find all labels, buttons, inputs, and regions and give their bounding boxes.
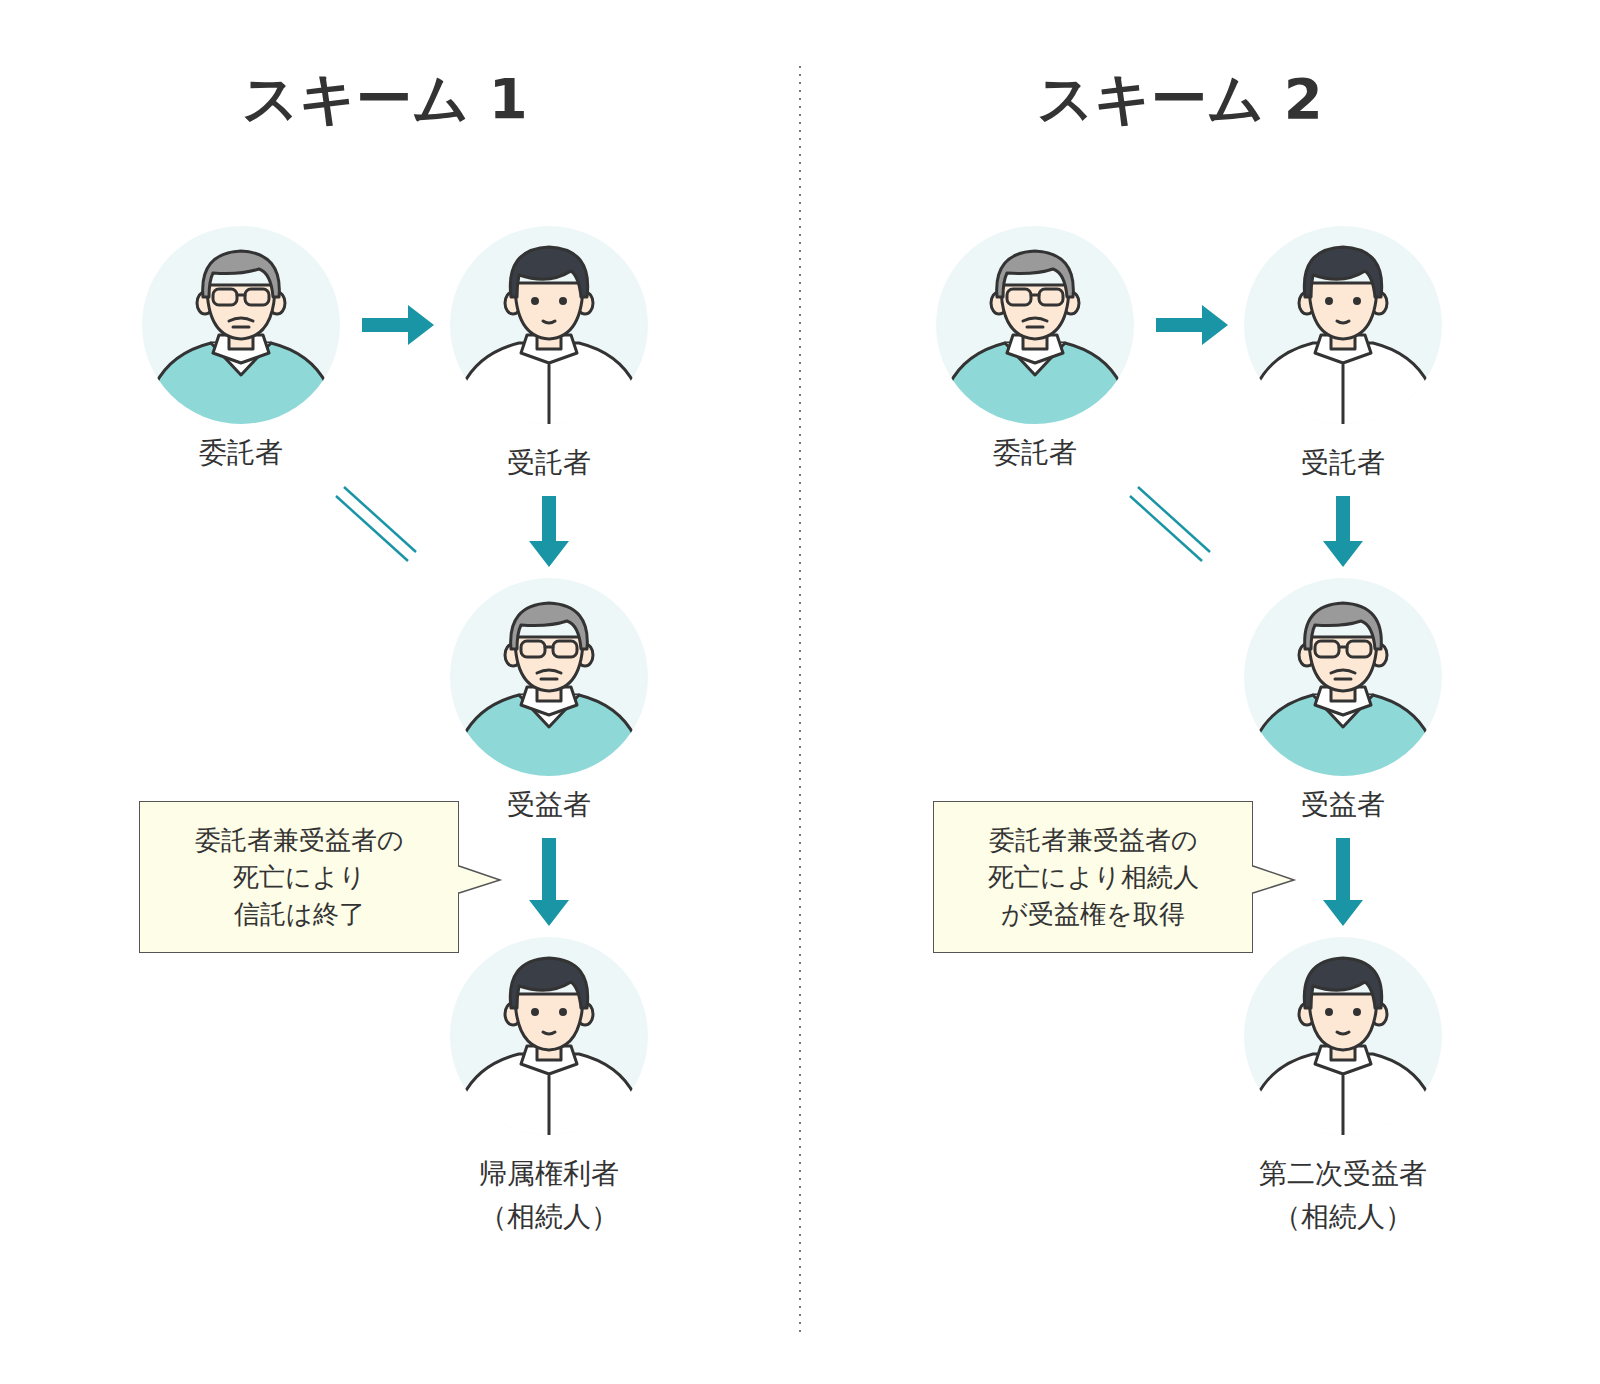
person-illustration [1243, 225, 1443, 425]
role-label: 受託者 [454, 441, 644, 484]
person-figure [142, 226, 340, 425]
person-illustration [449, 225, 649, 425]
role-label: 委託者 [146, 431, 336, 474]
equal-sign [336, 487, 1210, 561]
role-label: 受託者 [1248, 441, 1438, 484]
person-node: 第二次受益者 （相続人） [1243, 936, 1443, 1238]
person-figure [450, 226, 648, 425]
callout-box: 委託者兼受益者の 死亡により相続人 が受益権を取得 [933, 801, 1253, 953]
person-node: 受託者 [449, 225, 649, 484]
person-figure [936, 226, 1134, 425]
person-illustration [1243, 577, 1443, 777]
person-node: 委託者 [935, 225, 1135, 474]
person-node: 受益者 [1243, 577, 1443, 826]
flow-arrow [362, 305, 434, 345]
flow-arrow [529, 496, 569, 567]
person-figure [450, 937, 648, 1136]
role-label: 受益者 [1248, 783, 1438, 826]
person-illustration [449, 936, 649, 1136]
role-label: 受益者 [454, 783, 644, 826]
person-illustration [1243, 936, 1443, 1136]
scheme-title: スキーム 2 [1037, 62, 1322, 138]
callout-text: 委託者兼受益者の 死亡により 信託は終了 [181, 822, 417, 933]
flow-arrow [1156, 305, 1228, 345]
callout-tail [456, 866, 500, 893]
scheme-title: スキーム 1 [242, 62, 527, 138]
role-label: 委託者 [940, 431, 1130, 474]
role-label: 第二次受益者 （相続人） [1248, 1152, 1438, 1238]
person-node: 受託者 [1243, 225, 1443, 484]
person-node: 受益者 [449, 577, 649, 826]
person-illustration [141, 225, 341, 425]
callout-tail [1250, 866, 1294, 893]
person-node: 委託者 [141, 225, 341, 474]
role-label: 帰属権利者 （相続人） [454, 1152, 644, 1238]
flow-arrow [529, 838, 569, 926]
person-figure [450, 578, 648, 777]
divider [799, 66, 801, 1334]
person-illustration [449, 577, 649, 777]
flow-arrow [1323, 496, 1363, 567]
callout-box: 委託者兼受益者の 死亡により 信託は終了 [139, 801, 459, 953]
person-figure [1244, 937, 1442, 1136]
flow-arrow [1323, 838, 1363, 926]
person-figure [1244, 578, 1442, 777]
person-illustration [935, 225, 1135, 425]
person-figure [1244, 226, 1442, 425]
callout-text: 委託者兼受益者の 死亡により相続人 が受益権を取得 [975, 822, 1211, 933]
person-node: 帰属権利者 （相続人） [449, 936, 649, 1238]
